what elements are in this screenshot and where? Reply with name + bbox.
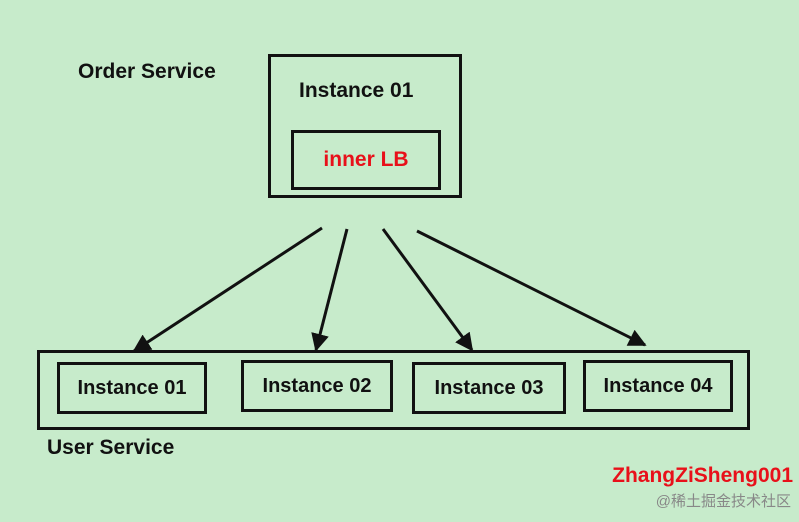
user-instance-02: Instance 02 [241, 360, 393, 412]
author-watermark: ZhangZiSheng001 [612, 464, 793, 487]
arrow-to-instance-02 [311, 228, 349, 352]
order-service-label: Order Service [78, 60, 216, 83]
arrow-to-instance-01 [132, 226, 323, 353]
user-instance-01: Instance 01 [57, 362, 207, 414]
inner-lb-box: inner LB [291, 130, 441, 190]
user-instance-04: Instance 04 [583, 360, 733, 412]
inner-lb-label: inner LB [323, 148, 409, 171]
arrow-to-instance-04 [416, 229, 647, 347]
order-service-instance-label: Instance 01 [299, 79, 414, 102]
order-service-instance-box: Instance 01 inner LB [268, 54, 462, 198]
user-service-box [37, 350, 750, 430]
user-service-label: User Service [47, 436, 175, 459]
user-instance-03: Instance 03 [412, 362, 566, 414]
site-watermark: @稀土掘金技术社区 [655, 493, 791, 510]
arrow-to-instance-03 [381, 228, 474, 352]
